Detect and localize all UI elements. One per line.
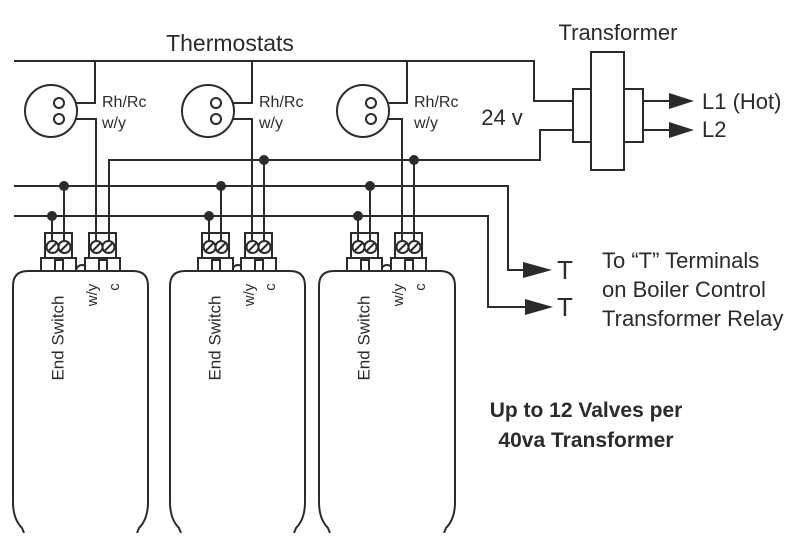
valve-3-end-switch-block	[346, 232, 383, 272]
block-notch	[254, 259, 264, 272]
thermostat-3-wy-label: w/y	[413, 115, 438, 132]
l2-label: L2	[702, 117, 726, 142]
t-lower-label: T	[557, 292, 573, 322]
valves	[12, 264, 456, 534]
valve-1-body	[12, 270, 149, 534]
junction-dot	[216, 181, 226, 191]
screw-terminal	[89, 240, 104, 254]
screw-terminal	[363, 240, 378, 254]
junction-dot	[259, 155, 269, 165]
wire-end-switch-bus-1	[14, 185, 523, 271]
transformer-primary-winding	[572, 88, 592, 143]
l2-arrow-icon	[669, 122, 694, 138]
l1-arrow-icon	[669, 93, 694, 109]
wire-thermostat-2-wy	[221, 118, 253, 241]
junction-dots	[47, 155, 419, 221]
screw-terminal	[101, 240, 116, 254]
block-notch	[211, 259, 221, 272]
thermostat-1-wy-label: w/y	[101, 115, 126, 132]
thermostat-1-rhrc-label: Rh/Rc	[102, 94, 146, 111]
thermostat-1-body	[24, 84, 78, 138]
junction-dot	[409, 155, 419, 165]
screw-terminal	[214, 240, 229, 254]
valve-3-end-switch-label: End Switch	[355, 295, 374, 380]
transformer-core	[590, 51, 625, 171]
thermostat-1-terminal-top	[53, 97, 65, 109]
block-notch	[404, 259, 414, 272]
screw-terminal	[351, 240, 366, 254]
thermostat-2-terminal-bottom	[210, 113, 222, 125]
valve-2-wy-c-block	[240, 232, 277, 272]
screw-terminal	[257, 240, 272, 254]
valve-3-wy-c-block	[390, 232, 427, 272]
terminal-blocks	[40, 232, 427, 272]
junction-dot	[204, 211, 214, 221]
screw-terminals	[45, 240, 422, 254]
screw-terminal	[407, 240, 422, 254]
caption-line-2: 40va Transformer	[498, 429, 673, 452]
transformer-secondary-winding	[623, 88, 644, 143]
diagram-title: Thermostats	[166, 30, 294, 56]
block-notch	[54, 259, 64, 272]
junction-dot	[59, 181, 69, 191]
t-lower-arrow-icon	[525, 299, 553, 315]
t-note-line-2: on Boiler Control	[602, 277, 766, 302]
screw-terminal	[202, 240, 217, 254]
transformer: Transformer 24 v L1 (Hot) L2	[481, 20, 781, 171]
thermostat-1: Rh/Rc w/y	[24, 84, 146, 138]
thermostat-3-terminal-bottom	[365, 113, 377, 125]
valve-1-c-label: c	[106, 283, 123, 291]
screw-terminal	[245, 240, 260, 254]
valve-1-wy-c-block	[84, 232, 121, 272]
valve-1-end-switch-label: End Switch	[49, 295, 68, 380]
thermostat-3-body	[336, 84, 390, 138]
thermostat-2-rhrc-label: Rh/Rc	[259, 94, 303, 111]
thermostat-2-wy-label: w/y	[258, 115, 283, 132]
valve-2-body	[169, 270, 306, 534]
wire-thermostat-3-wy	[376, 118, 403, 241]
l1-label: L1 (Hot)	[702, 89, 781, 114]
valve-1-end-switch-block	[40, 232, 77, 272]
thermostat-3: Rh/Rc w/y	[336, 84, 458, 138]
thermostat-3-rhrc-label: Rh/Rc	[414, 94, 458, 111]
t-note-line-1: To “T” Terminals	[602, 248, 759, 273]
junction-dot	[47, 211, 57, 221]
thermostat-2: Rh/Rc w/y	[181, 84, 303, 138]
valve-1-wy-label: w/y	[84, 283, 101, 307]
thermostat-3-terminal-top	[365, 97, 377, 109]
valve-2-wy-label: w/y	[241, 283, 258, 307]
wire-thermostat-1-wy	[64, 118, 97, 241]
block-notch	[360, 259, 370, 272]
valve-3-body	[318, 270, 456, 534]
valve-labels: End Switch w/y c End Switch w/y c End Sw…	[49, 283, 429, 381]
block-notch	[98, 259, 108, 272]
t-note-line-3: Transformer Relay	[602, 306, 783, 331]
valve-3-wy-label: w/y	[390, 283, 407, 307]
capacity-caption: Up to 12 Valves per 40va Transformer	[490, 399, 683, 452]
screw-terminal	[57, 240, 72, 254]
screw-terminal	[45, 240, 60, 254]
valve-2-c-label: c	[262, 283, 279, 291]
thermostat-1-terminal-bottom	[53, 113, 65, 125]
junction-dot	[353, 211, 363, 221]
t-upper-arrow-icon	[523, 262, 552, 278]
valve-3-c-label: c	[412, 283, 429, 291]
t-terminals: T T To “T” Terminals on Boiler Control T…	[523, 248, 783, 331]
thermostat-2-terminal-top	[210, 97, 222, 109]
screw-terminal	[395, 240, 410, 254]
junction-dot	[365, 181, 375, 191]
thermostat-2-body	[181, 84, 235, 138]
valve-2-end-switch-block	[197, 232, 234, 272]
caption-line-1: Up to 12 Valves per	[490, 399, 683, 422]
valve-2-end-switch-label: End Switch	[206, 295, 225, 380]
primary-voltage-label: 24 v	[481, 105, 523, 130]
wire-24v-hot-bus	[14, 60, 573, 102]
transformer-label: Transformer	[559, 20, 678, 45]
t-upper-label: T	[557, 255, 573, 285]
